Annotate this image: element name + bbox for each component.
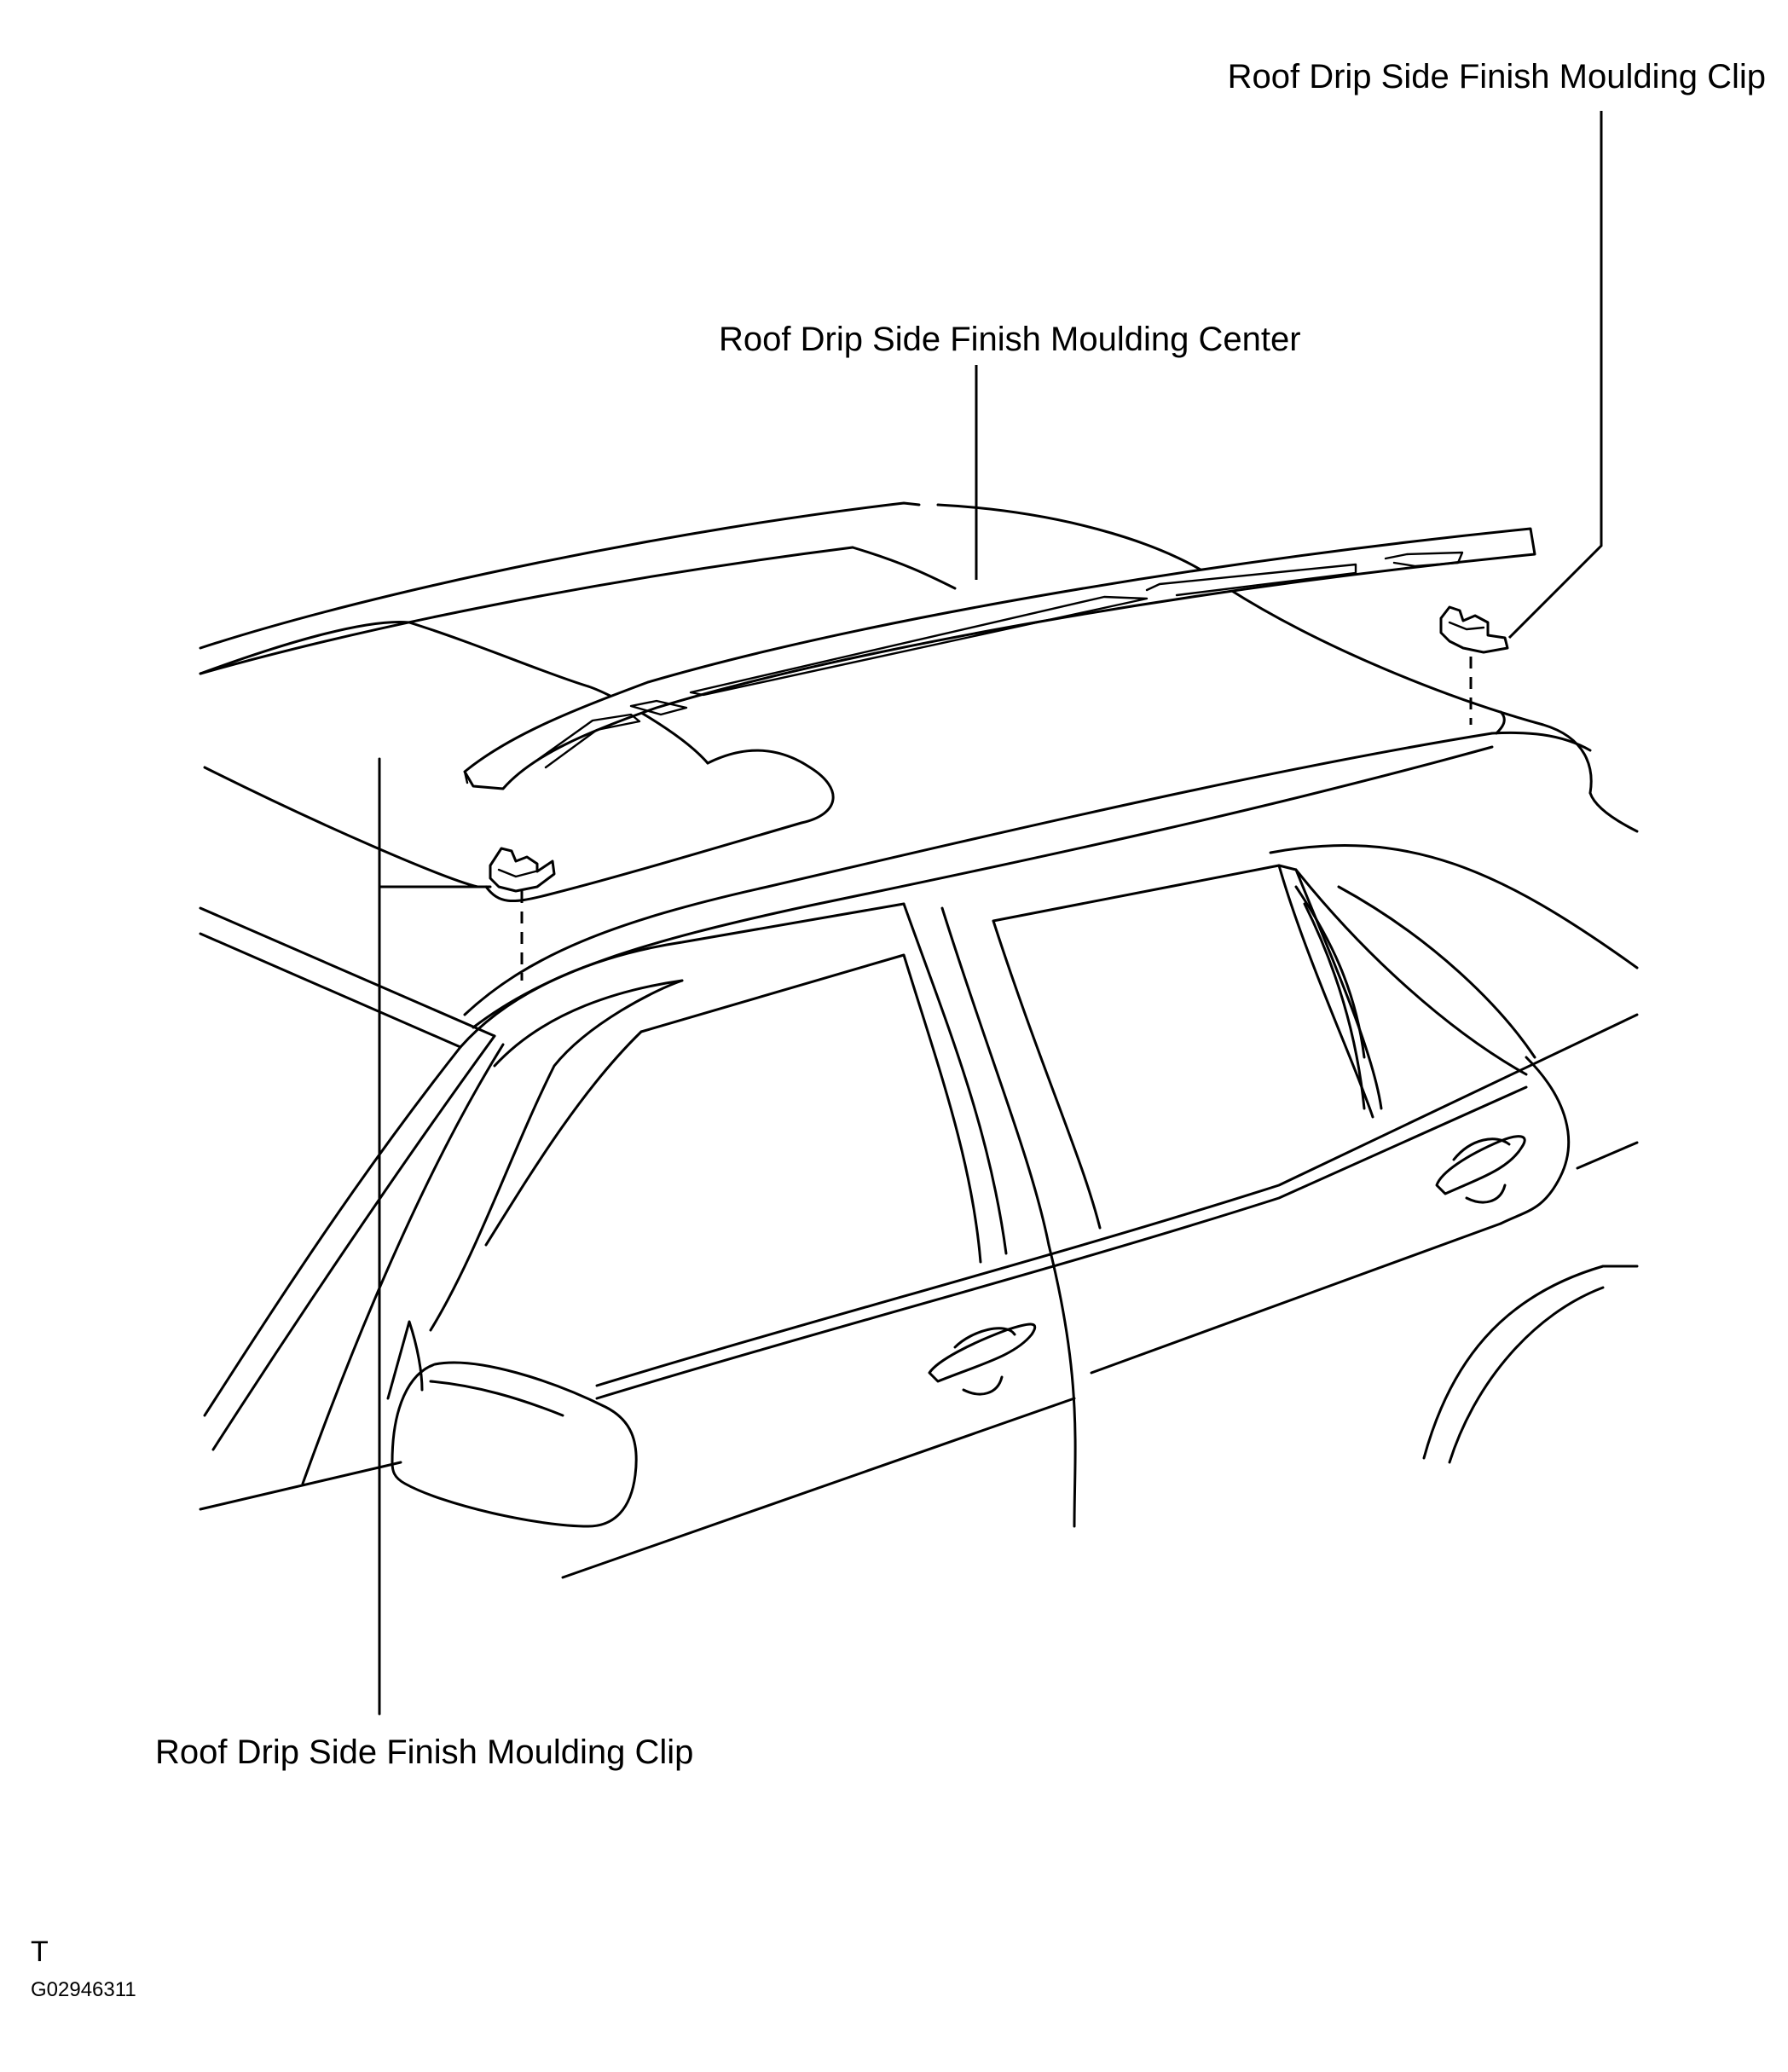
rear-door-handle <box>1435 1135 1526 1204</box>
leader-lines <box>378 111 1603 1714</box>
clip-top-part <box>1439 605 1509 654</box>
roof-panel <box>199 501 1639 903</box>
callout-moulding-clip-top: Roof Drip Side Finish Moulding Clip <box>1227 58 1766 95</box>
figure-id: G02946311 <box>31 1978 136 2001</box>
moulding-center-part <box>463 527 1536 790</box>
leader-clip-top <box>1507 111 1603 640</box>
clip-bottom-part <box>489 847 556 893</box>
roof-side-edge <box>463 731 1592 1029</box>
front-door-handle <box>928 1322 1037 1396</box>
callout-moulding-center: Roof Drip Side Finish Moulding Center <box>719 321 1301 358</box>
side-mirror <box>386 1320 638 1528</box>
vehicle-body <box>199 757 1639 1716</box>
callout-moulding-clip-bottom: Roof Drip Side Finish Moulding Clip <box>155 1733 694 1771</box>
view-code: T <box>31 1936 49 1968</box>
